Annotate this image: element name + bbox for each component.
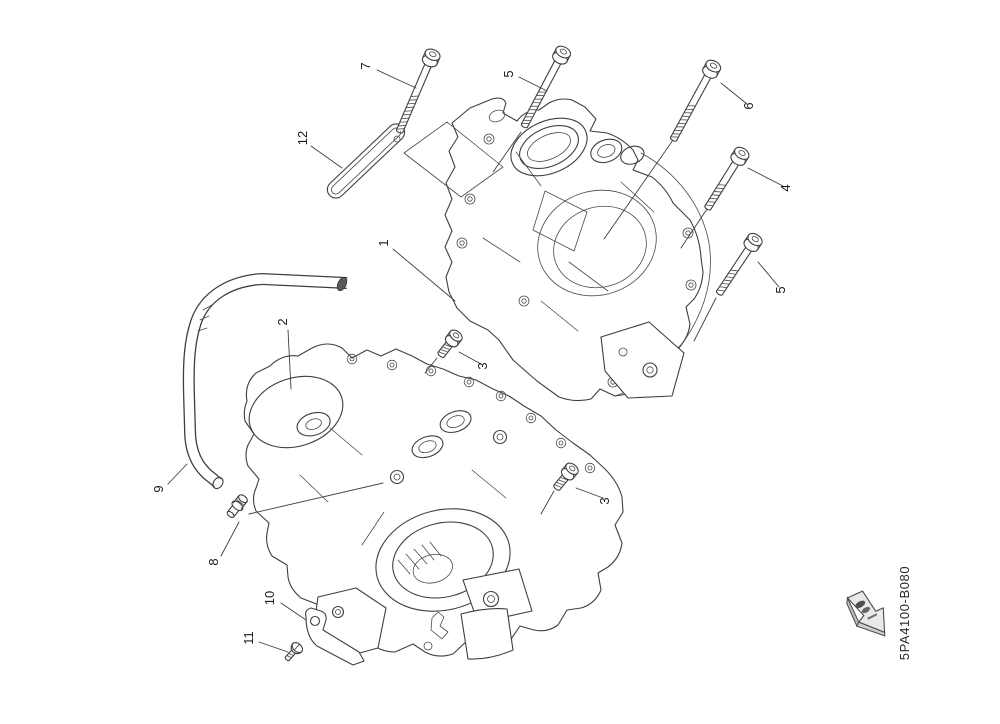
- callout-6: 6: [741, 102, 756, 109]
- callout-11: 11: [241, 631, 256, 645]
- callout-2: 2: [275, 318, 290, 325]
- callout-5b: 5: [773, 286, 788, 293]
- fitting-8: [224, 482, 384, 520]
- callout-3a: 3: [475, 362, 490, 369]
- figure-code: 5PA4100-B080: [897, 566, 912, 660]
- callout-8: 8: [206, 558, 221, 565]
- callout-5a: 5: [501, 70, 516, 77]
- callout-4: 4: [778, 184, 793, 191]
- bolt-4-axis: [680, 208, 708, 249]
- gasket-seat-plane: [403, 121, 504, 198]
- callout-1: 1: [376, 239, 391, 246]
- bolt-5-top-axis: [492, 131, 522, 173]
- bolt-6-axis: [603, 139, 674, 240]
- bolt-5-right: [711, 230, 765, 300]
- callout-12: 12: [295, 131, 310, 145]
- bolt-5-right-axis: [693, 297, 717, 342]
- plate-10: [305, 607, 365, 666]
- leader-lines: [167, 69, 784, 653]
- callout-10: 10: [262, 591, 277, 605]
- bolt-4: [699, 144, 752, 214]
- screw-11: [282, 640, 305, 663]
- plug-3-lower-axis: [540, 490, 555, 515]
- plug-3-upper: [433, 327, 465, 361]
- bolt-7: [391, 46, 443, 137]
- callout-9: 9: [151, 485, 166, 492]
- callout-7: 7: [358, 62, 373, 69]
- gasket-strip-12: [326, 123, 406, 199]
- plug-3-upper-axis: [424, 357, 438, 374]
- callout-numbers: 1 2 3 3 4 5 5 6 7 8 9 10 11 12: [151, 62, 793, 644]
- gasket-strip-clip: [393, 135, 401, 143]
- callout-3b: 3: [597, 497, 612, 504]
- breather-hose-9: [182, 272, 348, 490]
- lower-crankcase-half: [243, 343, 624, 660]
- fwd-arrow-icon: [846, 590, 886, 637]
- upper-crankcase-half: [444, 97, 711, 402]
- bolt-6: [665, 57, 724, 145]
